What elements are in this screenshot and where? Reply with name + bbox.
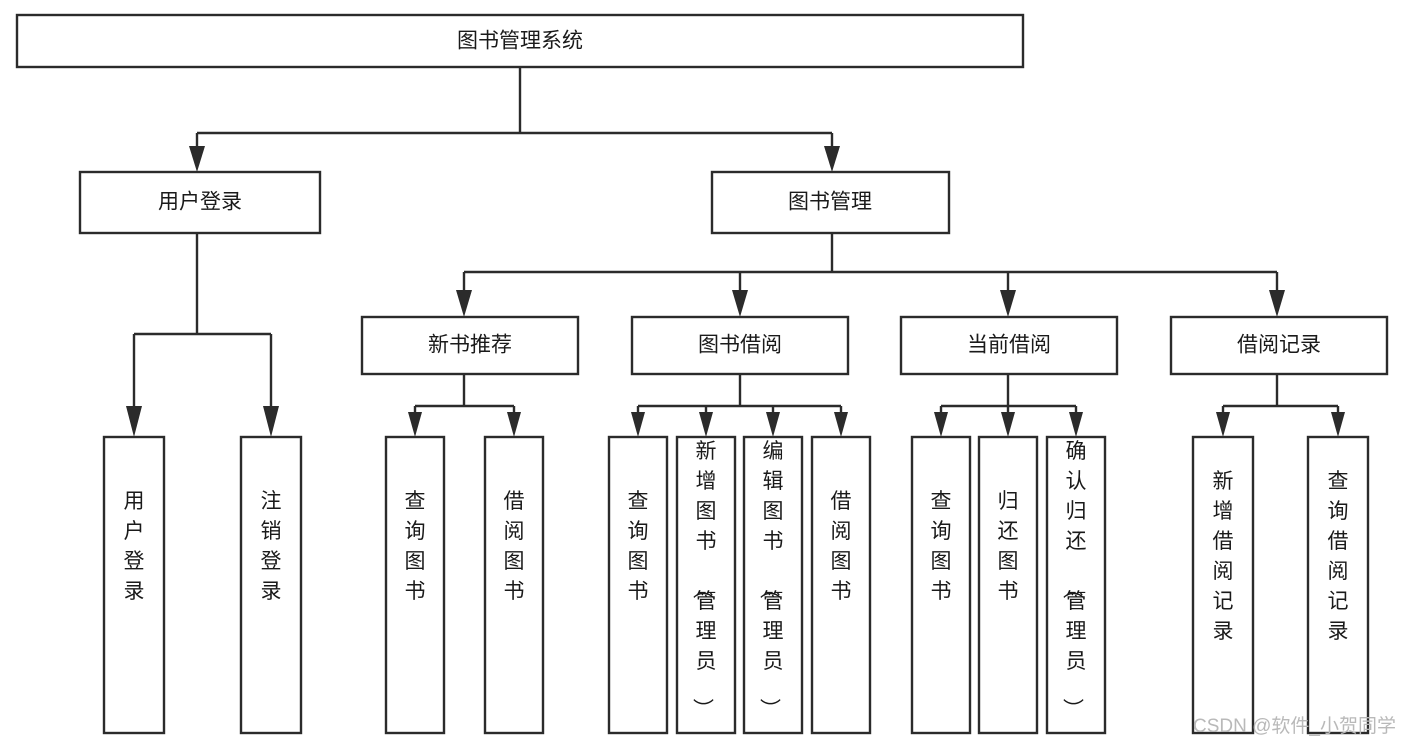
leaf-node-add-book-label: 新增图书（管理员）	[691, 440, 717, 719]
leaf-node-add-record-label: 新增借阅记录	[1213, 470, 1234, 643]
leaf-node-user-login-box[interactable]	[102, 435, 166, 735]
leaf-node-edit-book-box[interactable]	[742, 435, 804, 735]
leaf-node-borrow-book-1-label: 借阅图书	[504, 490, 525, 603]
leaf-node-user-logout-box[interactable]	[239, 435, 303, 735]
leaf-node-return-book-label: 归还图书	[998, 490, 1019, 603]
leaf-node-user-logout-label: 注销登录	[261, 490, 282, 603]
arrow-head-leaf-add-book	[699, 412, 713, 437]
node-book-borrow-label: 图书借阅	[698, 334, 782, 357]
leaf-node-return-book-box[interactable]	[977, 435, 1039, 735]
leaf-node-add-book-box[interactable]	[675, 435, 737, 735]
leaf-node-query-book-2-box[interactable]	[607, 435, 669, 735]
node-current-borrow-label: 当前借阅	[967, 334, 1051, 357]
node-root[interactable]: 图书管理系统	[15, 13, 1025, 69]
leaf-node-borrow-book-1[interactable]: 借阅图书	[483, 435, 545, 735]
connector-layer	[126, 67, 1345, 437]
leaf-node-query-book-3-label: 查询图书	[931, 490, 952, 603]
node-root-box[interactable]	[15, 13, 1025, 69]
node-new-book-recommend-box[interactable]	[360, 315, 580, 376]
node-borrow-record-label: 借阅记录	[1237, 334, 1321, 357]
arrow-head-user-login	[189, 146, 205, 172]
arrow-head-leaf-confirm-return	[1069, 412, 1083, 437]
leaf-node-add-record-box[interactable]	[1191, 435, 1255, 735]
arrow-head-book-borrow	[732, 290, 748, 317]
leaf-node-query-book-3-box[interactable]	[910, 435, 972, 735]
arrow-head-leaf-query-book-1	[408, 412, 422, 437]
arrow-head-new-book-recommend	[456, 290, 472, 317]
arrow-head-leaf-query-book-3	[934, 412, 948, 437]
node-user-login-label: 用户登录	[158, 191, 242, 214]
leaf-node-user-login[interactable]: 用户登录	[102, 435, 166, 735]
leaf-node-user-login-label: 用户登录	[124, 490, 145, 603]
arrow-head-leaf-return-book	[1001, 412, 1015, 437]
arrow-head-leaf-edit-book	[766, 412, 780, 437]
arrow-head-leaf-user-login	[126, 406, 142, 437]
leaf-node-confirm-return-label: 确认归还（管理员）	[1061, 440, 1087, 719]
leaf-node-query-record-box[interactable]	[1306, 435, 1370, 735]
node-borrow-record-box[interactable]	[1169, 315, 1389, 376]
csdn-watermark: CSDN @软件_小贺同学	[1193, 715, 1396, 737]
node-book-borrow-box[interactable]	[630, 315, 850, 376]
leaf-node-confirm-return-box[interactable]	[1045, 435, 1107, 735]
arrow-head-book-manage	[824, 146, 840, 172]
leaf-node-return-book[interactable]: 归还图书	[977, 435, 1039, 735]
leaf-node-query-book-1-box[interactable]	[384, 435, 446, 735]
leaf-node-edit-book-label: 编辑图书（管理员）	[758, 440, 784, 719]
node-user-login-box[interactable]	[78, 170, 322, 235]
leaf-node-query-book-1[interactable]: 查询图书	[384, 435, 446, 735]
leaf-node-borrow-book-2-label: 借阅图书	[831, 490, 852, 603]
leaf-node-query-book-2[interactable]: 查询图书	[607, 435, 669, 735]
arrow-head-leaf-query-record	[1331, 412, 1345, 437]
leaf-node-user-logout[interactable]: 注销登录	[239, 435, 303, 735]
leaf-node-edit-book[interactable]: 编辑图书（管理员）	[742, 435, 804, 735]
node-borrow-record[interactable]: 借阅记录	[1169, 315, 1389, 376]
node-new-book-recommend[interactable]: 新书推荐	[360, 315, 580, 376]
arrow-head-current-borrow	[1000, 290, 1016, 317]
node-root-label: 图书管理系统	[457, 30, 583, 53]
leaf-node-borrow-book-2-box[interactable]	[810, 435, 872, 735]
leaf-node-query-record[interactable]: 查询借阅记录	[1306, 435, 1370, 735]
arrow-head-leaf-borrow-book-1	[507, 412, 521, 437]
node-current-borrow[interactable]: 当前借阅	[899, 315, 1119, 376]
node-book-manage[interactable]: 图书管理	[710, 170, 951, 235]
leaf-node-borrow-book-1-box[interactable]	[483, 435, 545, 735]
leaf-node-query-record-label: 查询借阅记录	[1328, 470, 1349, 643]
leaf-node-query-book-3[interactable]: 查询图书	[910, 435, 972, 735]
arrow-head-leaf-user-logout	[263, 406, 279, 437]
node-book-borrow[interactable]: 图书借阅	[630, 315, 850, 376]
node-book-manage-box[interactable]	[710, 170, 951, 235]
arrow-head-leaf-query-book-2	[631, 412, 645, 437]
leaf-node-query-book-1-label: 查询图书	[405, 490, 426, 603]
arrow-head-leaf-add-record	[1216, 412, 1230, 437]
leaf-node-add-book[interactable]: 新增图书（管理员）	[675, 435, 737, 735]
leaf-node-borrow-book-2[interactable]: 借阅图书	[810, 435, 872, 735]
arrow-head-borrow-record	[1269, 290, 1285, 317]
node-book-manage-label: 图书管理	[788, 191, 872, 214]
leaf-node-confirm-return[interactable]: 确认归还（管理员）	[1045, 435, 1107, 735]
arrow-head-leaf-borrow-book-2	[834, 412, 848, 437]
node-new-book-recommend-label: 新书推荐	[428, 334, 512, 357]
node-current-borrow-box[interactable]	[899, 315, 1119, 376]
node-user-login[interactable]: 用户登录	[78, 170, 322, 235]
leaf-node-add-record[interactable]: 新增借阅记录	[1191, 435, 1255, 735]
leaf-node-query-book-2-label: 查询图书	[628, 490, 649, 603]
